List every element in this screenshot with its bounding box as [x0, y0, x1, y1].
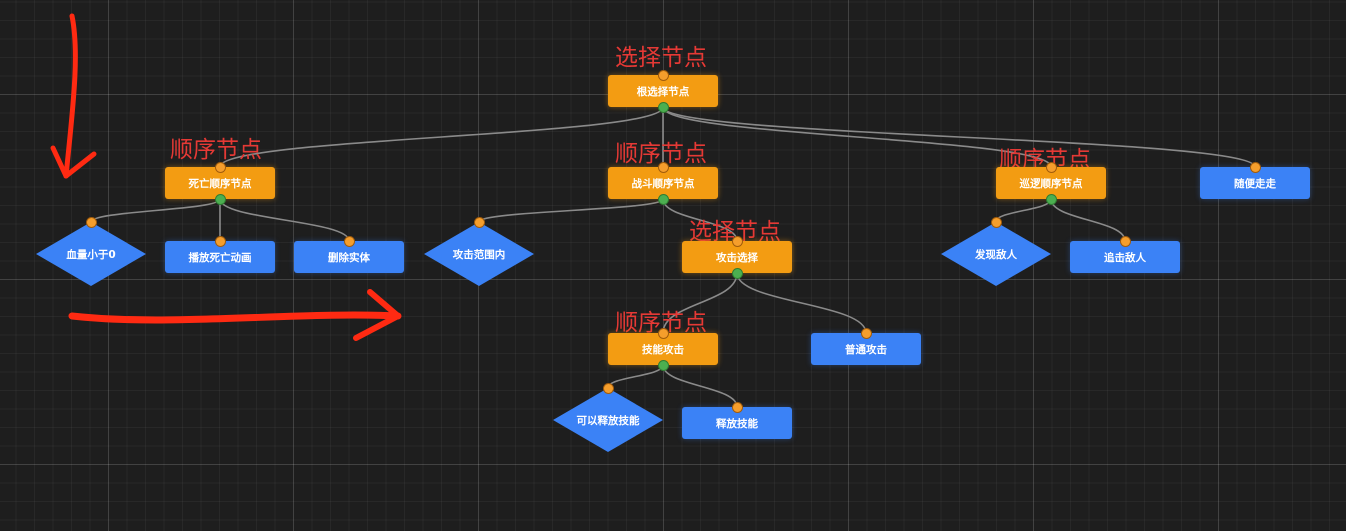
- input-port-skillatk[interactable]: [658, 328, 668, 338]
- node-death-sequence[interactable]: 死亡顺序节点: [165, 167, 275, 199]
- down-arrow-head-left: [50, 145, 69, 179]
- node-skill-attack-sequence[interactable]: 技能攻击: [608, 333, 718, 365]
- right-arrow-stroke: [68, 311, 402, 324]
- red-annotation-strokes: [50, 13, 402, 341]
- input-port-root[interactable]: [658, 70, 668, 80]
- input-port-normalatk[interactable]: [861, 328, 871, 338]
- node-remove-entity-action[interactable]: 删除实体: [294, 241, 404, 273]
- output-port-root[interactable]: [658, 102, 668, 112]
- input-port-remove[interactable]: [344, 236, 354, 246]
- right-arrow-head-bottom: [353, 313, 401, 341]
- edge-skillatk-to-castskill: [662, 364, 738, 408]
- edge-attacksel-to-skillatk: [662, 272, 738, 334]
- output-port-patrol[interactable]: [1046, 194, 1056, 204]
- edge-root-to-wander: [662, 106, 1256, 168]
- edge-attacksel-to-normalatk: [736, 272, 867, 334]
- annotation-skill-sequence: 顺序节点: [615, 310, 707, 336]
- edge-battle-to-inrange: [478, 198, 664, 223]
- input-port-chase[interactable]: [1120, 236, 1130, 246]
- input-port-deathanim[interactable]: [215, 236, 225, 246]
- edge-patrol-to-found: [995, 198, 1052, 223]
- input-port-canskill[interactable]: [603, 383, 613, 393]
- annotation-death-sequence: 顺序节点: [170, 137, 262, 163]
- node-battle-sequence[interactable]: 战斗顺序节点: [608, 167, 718, 199]
- output-port-death[interactable]: [215, 194, 225, 204]
- node-normal-attack-action[interactable]: 普通攻击: [811, 333, 921, 365]
- output-port-battle[interactable]: [658, 194, 668, 204]
- right-arrow-head-top: [367, 289, 401, 319]
- edge-death-to-hp: [90, 198, 221, 223]
- edge-death-to-remove: [219, 198, 350, 242]
- input-port-castskill[interactable]: [732, 402, 742, 412]
- edge-skillatk-to-canskill: [607, 364, 664, 389]
- annotation-attack-selector: 选择节点: [689, 219, 781, 245]
- input-port-inrange[interactable]: [474, 217, 484, 227]
- input-port-patrol[interactable]: [1046, 162, 1056, 172]
- node-chase-enemy-action[interactable]: 追击敌人: [1070, 241, 1180, 273]
- input-port-death[interactable]: [215, 162, 225, 172]
- down-arrow-stroke: [63, 13, 78, 179]
- down-arrow-head-right: [63, 151, 97, 179]
- edge-patrol-to-chase: [1050, 198, 1126, 242]
- input-port-attacksel[interactable]: [732, 236, 742, 246]
- node-wander-action[interactable]: 随便走走: [1200, 167, 1310, 199]
- node-attack-selector[interactable]: 攻击选择: [682, 241, 792, 273]
- node-patrol-sequence[interactable]: 巡逻顺序节点: [996, 167, 1106, 199]
- input-port-hp[interactable]: [86, 217, 96, 227]
- edge-battle-to-attacksel: [662, 198, 738, 242]
- input-port-wander[interactable]: [1250, 162, 1260, 172]
- input-port-found[interactable]: [991, 217, 1001, 227]
- output-port-attacksel[interactable]: [732, 268, 742, 278]
- node-cast-skill-action[interactable]: 释放技能: [682, 407, 792, 439]
- output-port-skillatk[interactable]: [658, 360, 668, 370]
- edge-root-to-death: [219, 106, 664, 168]
- node-death-anim-action[interactable]: 播放死亡动画: [165, 241, 275, 273]
- annotation-root-selector: 选择节点: [615, 45, 707, 71]
- annotation-patrol-sequence: 顺序节点: [999, 147, 1091, 173]
- annotation-battle-sequence: 顺序节点: [615, 141, 707, 167]
- node-root-selector[interactable]: 根选择节点: [608, 75, 718, 107]
- edge-root-to-patrol: [662, 106, 1052, 168]
- input-port-battle[interactable]: [658, 162, 668, 172]
